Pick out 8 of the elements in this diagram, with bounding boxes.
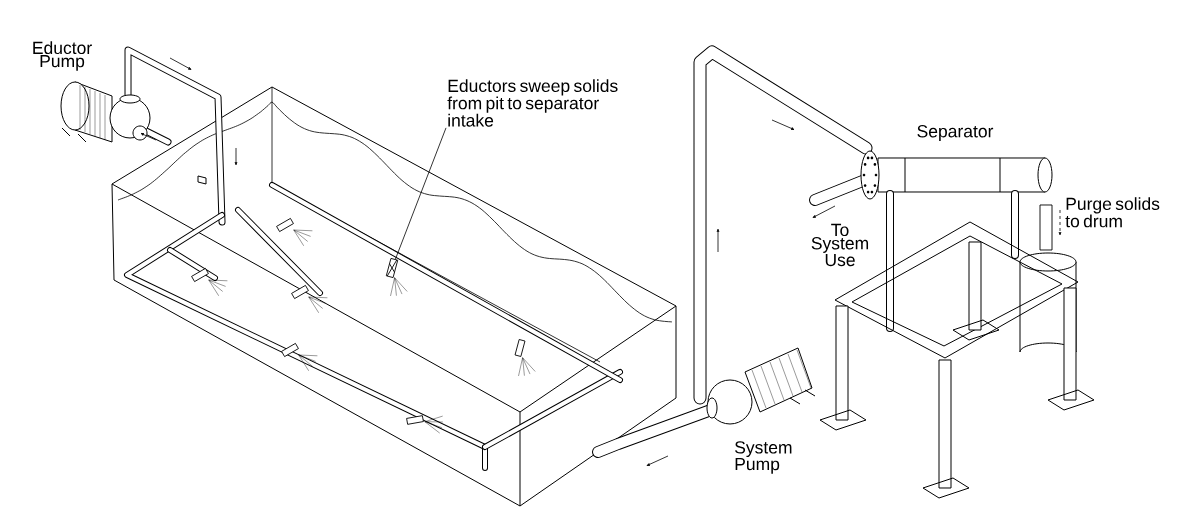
callout-label: To System Use bbox=[811, 223, 869, 267]
eductor-nozzle bbox=[385, 257, 399, 279]
leader-line bbox=[395, 127, 447, 260]
callout-label: Eductors sweep solids from pit to separator intake bbox=[447, 79, 618, 127]
callout-label: Eductor Pump bbox=[33, 41, 92, 71]
callout-label: Separator bbox=[917, 125, 994, 141]
callout-label: System Pump bbox=[735, 441, 792, 474]
callout-label: Purge solids to drum bbox=[1065, 197, 1160, 228]
